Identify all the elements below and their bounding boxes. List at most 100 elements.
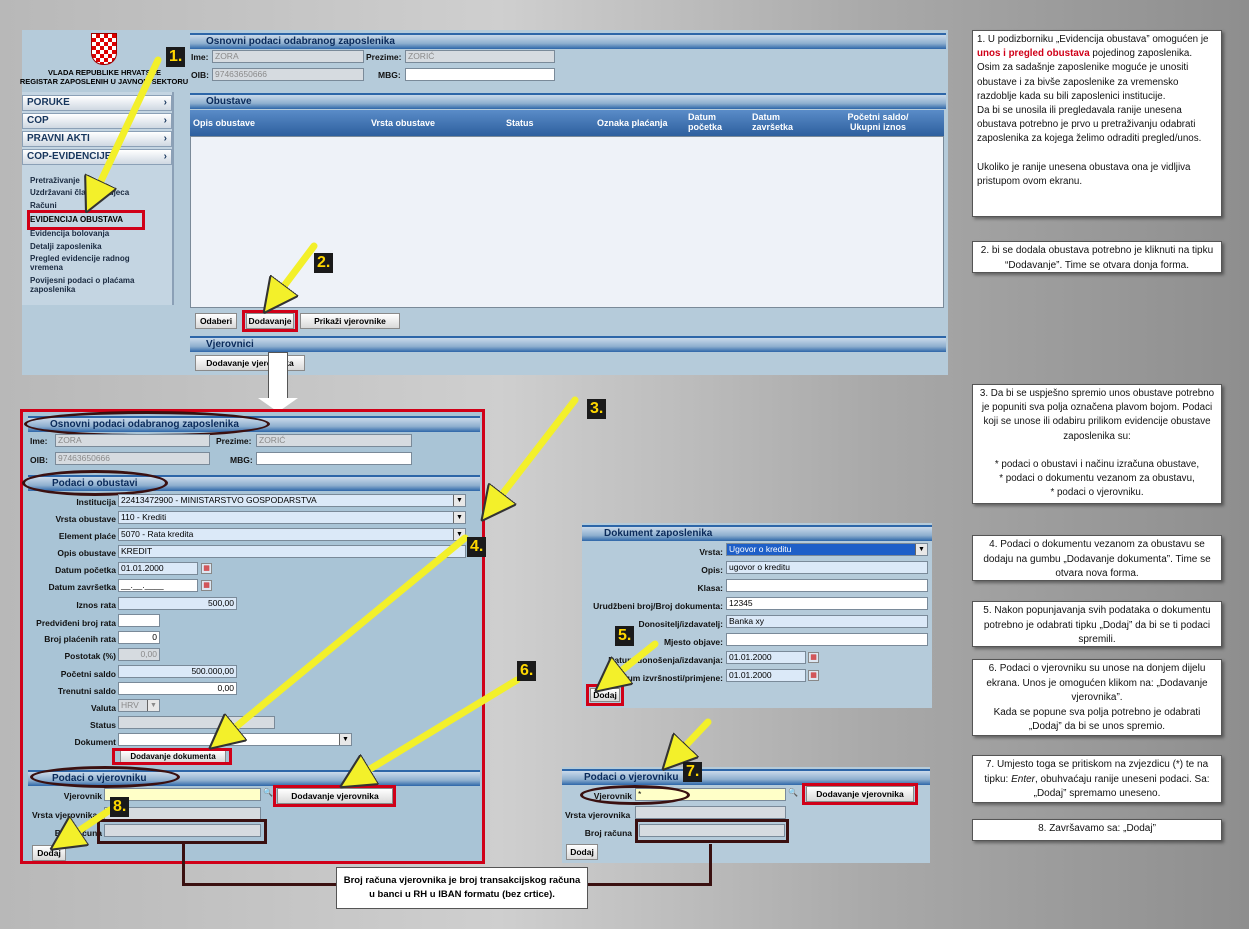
dropdown-arrow-icon: ▼ (453, 495, 465, 506)
arrow-5 (606, 640, 659, 683)
trenutni-saldo-input[interactable]: 0,00 (118, 682, 237, 695)
col-datum-zavrsetka: Datum završetka (752, 112, 794, 132)
dok-datum-izvrsnosti-input[interactable]: 01.01.2000 (726, 669, 806, 682)
vjer2-vrsta-field (635, 806, 786, 819)
top-prezime-field: ZORIĆ (405, 50, 555, 63)
arrow-4 (220, 534, 469, 740)
broj-placenih-rata-input[interactable]: 0 (118, 631, 160, 644)
dropdown-arrow-icon: ▼ (453, 512, 465, 523)
col-datum-pocetka: Datum početka (688, 112, 723, 132)
subitem-pregled-evidencije[interactable]: Pregled evidencije radnog vremena (30, 254, 130, 272)
step-number-4: 4. (467, 537, 487, 557)
vjer2-vjerovnik-ellipse (580, 785, 690, 805)
datum-pocetka-label: Datum početka (55, 565, 116, 575)
obustave-table-body (190, 136, 944, 308)
note-2: 2. bi se dodala obustava potrebno je kli… (972, 241, 1222, 273)
dok-urudzbeni-label: Urudžbeni broj/Broj dokumenta: (593, 601, 723, 611)
dodavanje-vjerovnika-button[interactable]: Dodavanje vjerovnika (277, 788, 393, 804)
dok-opis-input[interactable]: ugovor o kreditu (726, 561, 928, 574)
top-header-osnovni: Osnovni podaci odabranog zaposlenika (190, 33, 946, 49)
top-mbg-field[interactable] (405, 68, 555, 81)
form-header-vjerovnik-ellipse (30, 766, 180, 788)
dok-datum-donosenja-input[interactable]: 01.01.2000 (726, 651, 806, 664)
subitem-detalji-zaposlenika[interactable]: Detalji zaposlenika (30, 242, 102, 251)
col-saldo: Početni saldo/ Ukupni iznos (847, 112, 909, 132)
top-header-vjerovnici: Vjerovnici (190, 336, 946, 352)
note-4: 4. Podaci o dokumentu vezanom za obustav… (972, 535, 1222, 581)
note-3: 3. Da bi se uspješno spremio unos obusta… (972, 384, 1222, 504)
croatian-coat-of-arms-icon (91, 33, 117, 65)
vjer2-broj-field (639, 824, 785, 837)
vjerovnik-label: Vjerovnik (63, 791, 102, 801)
dok-mjesto-label: Mjesto objave: (663, 637, 723, 647)
highlight-vjer2-dodavanje (802, 783, 918, 805)
vjer2-dodavanje-vjerovnika-button[interactable]: Dodavanje vjerovnika (806, 786, 914, 802)
institucija-select[interactable]: 22413472900 - MINISTARSTVO GOSPODARSTVA▼ (118, 494, 466, 507)
top-mbg-label: MBG: (378, 70, 401, 80)
dok-mjesto-input[interactable] (726, 633, 928, 646)
calendar-icon[interactable]: ▦ (808, 670, 819, 681)
vrsta-obustave-select[interactable]: 110 - Krediti▼ (118, 511, 466, 524)
calendar-icon[interactable]: ▦ (808, 652, 819, 663)
datum-zavrsetka-input[interactable]: __.__.____ (118, 579, 198, 592)
iznos-rata-label: Iznos rata (76, 600, 116, 610)
search-icon[interactable]: 🔍 (263, 788, 273, 797)
broj-racuna-field (104, 824, 261, 837)
arrow-down-head-icon (258, 398, 298, 412)
dok-donositelj-input[interactable]: Banka xy (726, 615, 928, 628)
vjer2-dodaj-button[interactable]: Dodaj (566, 844, 598, 860)
top-header-obustave: Obustave (190, 93, 946, 109)
top-oib-field: 97463650666 (212, 68, 364, 81)
predvideni-broj-rata-label: Predviđeni broj rata (36, 618, 116, 628)
element-place-select[interactable]: 5070 - Rata kredita▼ (118, 528, 466, 541)
subitem-pretrazivanje[interactable]: Pretraživanje (30, 176, 80, 185)
form-mbg-field[interactable] (256, 452, 412, 465)
form-mbg-label: MBG: (230, 455, 253, 465)
datum-pocetka-input[interactable]: 01.01.2000 (118, 562, 198, 575)
odaberi-button[interactable]: Odaberi (195, 313, 237, 329)
subitem-povijesni-podaci[interactable]: Povijesni podaci o plaćama zaposlenika (30, 276, 135, 294)
calendar-icon[interactable]: ▦ (201, 580, 212, 591)
iznos-rata-input[interactable]: 500,00 (118, 597, 237, 610)
subitem-evidencija-obustava[interactable]: EVIDENCIJA OBUSTAVA (30, 215, 124, 224)
search-icon[interactable]: 🔍 (788, 788, 798, 797)
predvideni-broj-rata-input[interactable] (118, 614, 160, 627)
dok-vrsta-select[interactable]: Ugovor o kreditu▼ (726, 543, 928, 556)
sidebar-item-cop-evidencije[interactable]: COP-EVIDENCIJE› (22, 149, 172, 165)
form-prezime-field: ZORIĆ (256, 434, 412, 447)
dropdown-arrow-icon: ▼ (915, 544, 927, 555)
note-1: 1. U podizborniku „Evidencija obustava” … (972, 30, 1222, 217)
opis-obustave-input[interactable]: KREDIT (118, 545, 466, 558)
vrsta-obustave-label: Vrsta obustave (55, 514, 116, 524)
subitem-uzdrzavani[interactable]: Uzdržavani članovi / djeca (30, 188, 130, 197)
arrow-1 (92, 56, 162, 200)
logo-line2: REGISTAR ZAPOSLENIH U JAVNOM SEKTORU (19, 77, 189, 86)
pocetni-saldo-input[interactable]: 500.000,00 (118, 665, 237, 678)
opis-obustave-label: Opis obustave (57, 548, 116, 558)
prikazi-vjerovnike-button[interactable]: Prikaži vjerovnike (300, 313, 400, 329)
dropdown-arrow-icon: ▼ (339, 734, 351, 745)
dok-klasa-input[interactable] (726, 579, 928, 592)
broj-placenih-rata-label: Broj plaćenih rata (44, 634, 116, 644)
form-ime-field: ZORA (55, 434, 210, 447)
top-ime-field: ZORA (212, 50, 364, 63)
dok-donositelj-label: Donositelj/izdavatelj: (638, 619, 723, 629)
note-5: 5. Nakon popunjavanja svih podataka o do… (972, 601, 1222, 647)
subitem-evidencija-bolovanja[interactable]: Evidencija bolovanja (30, 229, 110, 238)
step-number-7: 7. (683, 762, 703, 782)
calendar-icon[interactable]: ▦ (201, 563, 212, 574)
pocetni-saldo-label: Početni saldo (60, 669, 116, 679)
subitem-racuni[interactable]: Računi (30, 201, 57, 210)
dok-urudzbeni-input[interactable]: 12345 (726, 597, 928, 610)
vjerovnik-input[interactable] (104, 788, 261, 801)
sidebar-item-pravni-akti[interactable]: PRAVNI AKTI› (22, 131, 172, 147)
step-number-6: 6. (517, 661, 537, 681)
step-number-5: 5. (615, 626, 635, 646)
dropdown-arrow-icon: ▼ (453, 529, 465, 540)
step-number-8: 8. (110, 797, 130, 817)
dokument-label: Dokument (74, 737, 116, 747)
col-status: Status (506, 118, 534, 128)
element-place-label: Element plaće (58, 531, 116, 541)
status-label: Status (90, 720, 116, 730)
